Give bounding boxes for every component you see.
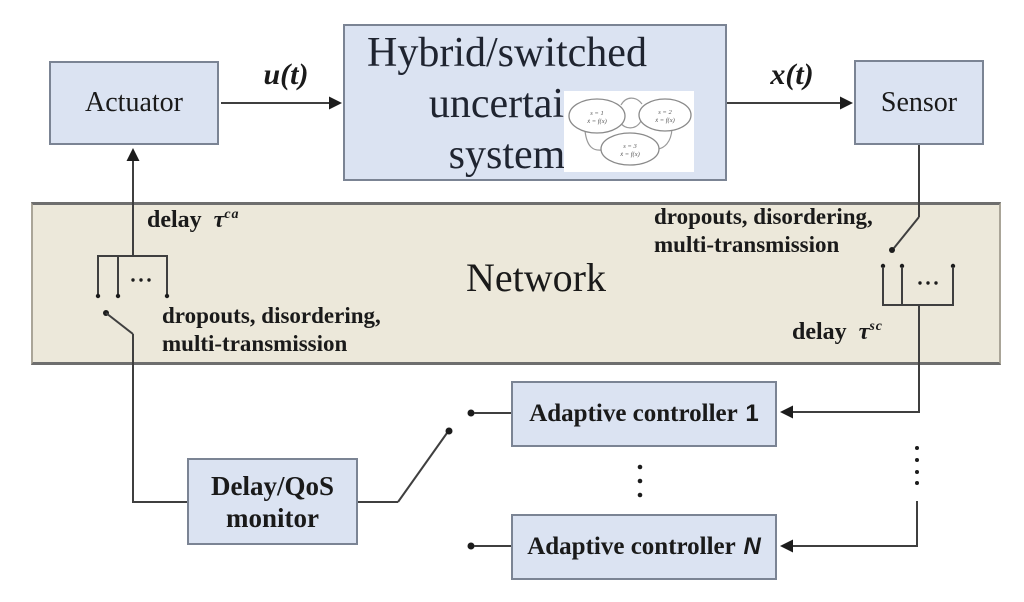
- plant-label-line3: system: [448, 132, 566, 178]
- u-signal-label: u(t): [263, 58, 309, 91]
- controllerN-label-index: N: [743, 533, 761, 560]
- switched-modes-inset: s = 1 ẋ = f(x) s = 2 ẋ = f(x) s = 3 ẋ = …: [564, 91, 694, 172]
- controller1-tap: [467, 409, 511, 417]
- network-band: [31, 202, 1001, 365]
- controller1-label-prefix: Adaptive controller: [529, 400, 738, 427]
- monitor-label-line2: monitor: [226, 502, 319, 533]
- state3-line2: ẋ = f(x): [619, 151, 640, 158]
- delay-qos-monitor-box: Delay/QoS monitor: [187, 458, 358, 545]
- state3-line1: s = 3: [623, 143, 637, 150]
- plant-label-line2: uncertain: [428, 81, 586, 127]
- actuator-box: Actuator: [49, 61, 219, 145]
- state1-line2: ẋ = f(x): [586, 118, 607, 125]
- monitor-label: Delay/QoS monitor: [211, 470, 334, 534]
- monitor-label-line1: Delay/QoS: [210, 470, 334, 501]
- delay-ca-tau: τ: [213, 207, 225, 233]
- sensor-branch-ellipsis: [915, 446, 919, 485]
- adaptive-controller-N-box: Adaptive controller N: [511, 514, 777, 580]
- plant-label-line1: Hybrid/switched: [367, 30, 647, 76]
- controllerN-tap: [467, 542, 511, 550]
- actuator-impairments-line1: dropouts, disordering,: [162, 303, 381, 328]
- delay-sc-word: delay: [792, 319, 847, 345]
- adaptive-controller-1-box: Adaptive controller 1: [511, 381, 777, 447]
- delay-ca-word: delay: [147, 207, 202, 233]
- sensor-impairments-label: dropouts, disordering, multi-transmissio…: [654, 203, 873, 259]
- delay-sc-sup: sc: [869, 319, 883, 334]
- sensor-impairments-line1: dropouts, disordering,: [654, 204, 873, 229]
- sensor-to-controllerN-arrow: [780, 501, 918, 553]
- monitor-output-switch: [358, 427, 453, 503]
- controllerN-label-prefix: Adaptive controller: [527, 533, 736, 560]
- u-signal-arrow: [221, 96, 342, 110]
- controller1-label-index: 1: [745, 400, 759, 427]
- actuator-impairments-label: dropouts, disordering, multi-transmissio…: [162, 302, 381, 358]
- state1-line1: s = 1: [590, 110, 603, 117]
- state2-line2: ẋ = f(x): [654, 117, 675, 124]
- plant-label: Hybrid/switched uncertain system: [367, 28, 647, 181]
- controllerN-label: Adaptive controller N: [527, 533, 761, 561]
- three-state-automaton-icon: s = 1 ẋ = f(x) s = 2 ẋ = f(x) s = 3 ẋ = …: [568, 97, 692, 166]
- controller1-label: Adaptive controller 1: [529, 400, 759, 428]
- delay-ca-sup: ca: [224, 207, 240, 222]
- x-signal-arrow: [727, 96, 853, 110]
- actuator-impairments-line2: multi-transmission: [162, 331, 348, 356]
- actuator-label: Actuator: [85, 87, 183, 118]
- sensor-label: Sensor: [880, 86, 958, 118]
- sensor-impairments-line2: multi-transmission: [654, 232, 840, 257]
- plant-box: Hybrid/switched uncertain system s = 1 ẋ…: [343, 24, 727, 181]
- x-signal-label: x(t): [770, 58, 814, 91]
- controllers-ellipsis: [637, 464, 643, 498]
- delay-sc-tau: τ: [858, 319, 870, 345]
- sensor-box: Sensor: [854, 60, 984, 145]
- state2-line1: s = 2: [658, 109, 672, 116]
- network-label: Network: [466, 255, 606, 300]
